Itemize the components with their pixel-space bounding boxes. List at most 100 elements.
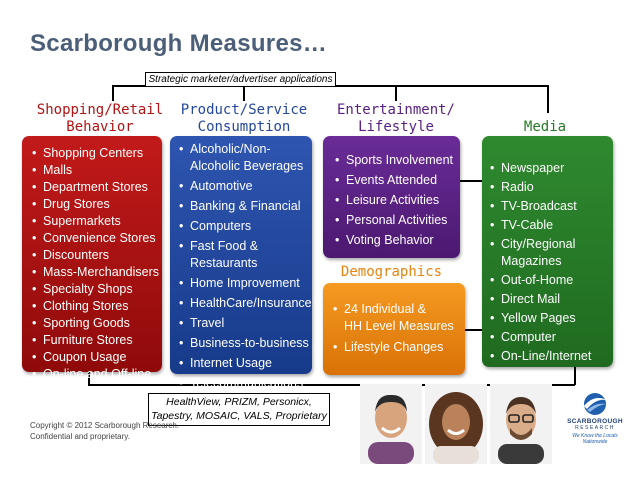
heading-product-line1: Product/Service — [180, 102, 308, 118]
logo-swoosh-icon — [584, 393, 607, 415]
list-item-text: Banking & Financial — [190, 199, 301, 213]
heading-demographics: Demographics — [323, 264, 460, 281]
copyright-line1: Copyright © 2012 Scarborough Research. — [30, 421, 180, 430]
list-item: TV-Broadcast — [490, 198, 613, 215]
list-item-text: 24 Individual & — [344, 302, 427, 316]
list-item-text: Sporting Goods — [43, 316, 130, 330]
list-item-text: Voting Behavior — [346, 233, 434, 247]
list-item-text: TV-Broadcast — [501, 199, 577, 213]
list-item: Convenience Stores — [32, 230, 162, 247]
person-photo-woman — [425, 384, 487, 464]
product-list: Alcoholic/Non- Alcoholic BeveragesAutomot… — [170, 136, 312, 392]
list-item: Sports Involvement — [335, 152, 460, 169]
entertainment-list: Sports InvolvementEvents AttendedLeisure… — [323, 136, 460, 249]
copyright-line2: Confidential and proprietary. — [30, 432, 130, 441]
scarborough-logo: SCARBOROUGH RESEARCH We Know the Locals … — [560, 392, 630, 462]
list-item-text: Direct Mail — [501, 292, 561, 306]
list-item: Home Improvement — [179, 275, 312, 292]
list-item: Specialty Shops — [32, 281, 162, 298]
list-item: Banking & Financial — [179, 198, 312, 215]
list-item-text: HH Level Measures — [344, 319, 454, 333]
list-item-text: Discounters — [43, 248, 109, 262]
shopping-list: Shopping CentersMallsDepartment StoresDr… — [22, 136, 162, 383]
list-item: Out-of-Home — [490, 272, 613, 289]
demographics-box: 24 Individual & HH Level MeasuresLifestyl… — [323, 283, 465, 375]
list-item-text: Telecommunications — [190, 376, 304, 390]
list-item-text: Supermarkets — [43, 214, 121, 228]
page-title: Scarborough Measures… — [30, 30, 328, 57]
heading-media-text: Media — [523, 119, 567, 135]
connector-product — [243, 85, 245, 101]
list-item-text: Fast Food & — [190, 239, 259, 253]
list-item-text: Leisure Activities — [346, 193, 440, 207]
list-item: TV-Cable — [490, 217, 613, 234]
bottom-connector-line — [88, 384, 575, 386]
bottom-connector-media — [574, 367, 576, 385]
logo-tagline-line2: Nationwide — [582, 439, 608, 445]
list-item: Fast Food & Restaurants — [179, 238, 312, 272]
list-item: Sporting Goods — [32, 315, 162, 332]
events-media-link — [440, 180, 482, 182]
list-item: HealthCare/Insurance — [179, 295, 312, 312]
person-photo-man-glasses — [490, 384, 552, 464]
list-item-text: Magazines — [501, 254, 562, 268]
list-item-text: Coupon Usage — [43, 350, 127, 364]
heading-shopping-line2: Behavior — [66, 119, 134, 135]
demographics-list: 24 Individual & HH Level MeasuresLifestyl… — [323, 283, 465, 356]
list-item-text: Shopping Centers — [43, 146, 144, 160]
heading-media: Media — [490, 119, 600, 136]
media-box: NewspaperRadioTV-BroadcastTV-CableCity/R… — [482, 136, 613, 367]
list-item: Telecommunications — [179, 375, 312, 392]
list-item-text: Computers — [190, 219, 252, 233]
list-item-text: Radio — [501, 180, 534, 194]
list-item: Yellow Pages — [490, 310, 613, 327]
list-item-text: TV-Cable — [501, 218, 554, 232]
heading-product-line2: Consumption — [197, 119, 291, 135]
list-item: Direct Mail — [490, 291, 613, 308]
list-item: Personal Activities — [335, 212, 460, 229]
list-item-text: Out-of-Home — [501, 273, 574, 287]
heading-entertainment-line2: Lifestyle — [358, 119, 434, 135]
list-item-text: City/Regional — [501, 237, 576, 251]
connector-entertainment — [395, 85, 397, 101]
list-item: On-line and Off-line — [32, 366, 162, 383]
list-item: Department Stores — [32, 179, 162, 196]
list-item-text: Yellow Pages — [501, 311, 576, 325]
list-item: Coupon Usage — [32, 349, 162, 366]
list-item: Drug Stores — [32, 196, 162, 213]
list-item-text: Alcoholic/Non- — [190, 142, 271, 156]
list-item: Shopping Centers — [32, 145, 162, 162]
segmentation-line1: HealthView, PRIZM, Personicx, — [166, 396, 312, 408]
list-item: Furniture Stores — [32, 332, 162, 349]
list-item-text: Convenience Stores — [43, 231, 156, 245]
connector-shopping — [112, 85, 114, 101]
heading-product: Product/Service Consumption — [174, 102, 314, 136]
list-item-text: HealthCare/Insurance — [190, 296, 312, 310]
list-item: Leisure Activities — [335, 192, 460, 209]
list-item: Travel — [179, 315, 312, 332]
list-item: Supermarkets — [32, 213, 162, 230]
logo-tagline-line1: We Know the Locals — [572, 433, 618, 439]
list-item-text: Alcoholic Beverages — [190, 159, 304, 173]
list-item-text: Clothing Stores — [43, 299, 129, 313]
list-item: On-Line/Internet — [490, 348, 613, 365]
logo-name-line1: SCARBOROUGH — [567, 418, 623, 425]
product-box: Alcoholic/Non- Alcoholic BeveragesAutomot… — [170, 136, 312, 392]
list-item-text: Events Attended — [346, 173, 438, 187]
list-item: Clothing Stores — [32, 298, 162, 315]
list-item-text: Specialty Shops — [43, 282, 133, 296]
list-item: Mass-Merchandisers — [32, 264, 162, 281]
list-item: Malls — [32, 162, 162, 179]
list-item: Lifestyle Changes — [333, 339, 465, 356]
segmentation-box: HealthView, PRIZM, Personicx, Tapestry, … — [148, 393, 330, 426]
heading-entertainment: Entertainment/ Lifestyle — [326, 102, 466, 136]
heading-shopping-line1: Shopping/Retail — [36, 102, 164, 118]
list-item-text: Restaurants — [190, 256, 258, 270]
list-item-text: Automotive — [190, 179, 253, 193]
list-item: 24 Individual & HH Level Measures — [333, 301, 465, 335]
copyright-footer: Copyright © 2012 Scarborough Research. C… — [30, 420, 179, 442]
list-item: Discounters — [32, 247, 162, 264]
list-item-text: On-line and Off-line — [43, 367, 152, 381]
entertainment-box: Sports InvolvementEvents AttendedLeisure… — [323, 136, 460, 258]
list-item-text: Drug Stores — [43, 197, 110, 211]
